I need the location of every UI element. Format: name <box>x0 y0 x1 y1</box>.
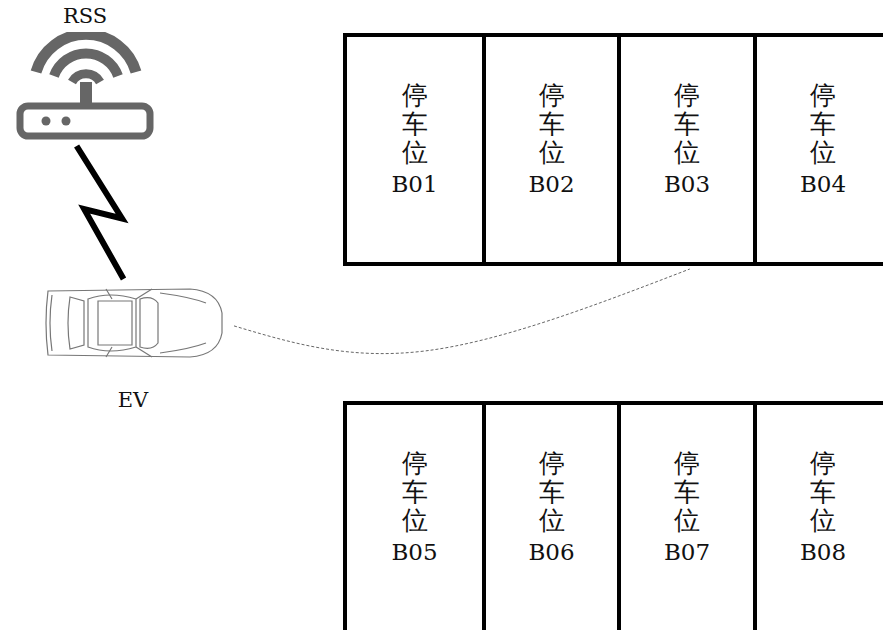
parking-space: 停车位 B01 <box>343 33 486 266</box>
space-label: 停车位 <box>402 449 428 535</box>
router-icon <box>8 32 158 142</box>
vehicle-label: EV <box>118 388 149 413</box>
space-label: 停车位 <box>810 449 836 535</box>
space-number: B03 <box>664 171 710 199</box>
space-number: B02 <box>528 171 574 199</box>
space-label: 停车位 <box>539 81 565 167</box>
parking-space: 停车位 B06 <box>482 401 621 630</box>
space-number: B04 <box>800 171 846 199</box>
space-number: B06 <box>528 539 574 567</box>
ev-car: EV <box>40 283 226 413</box>
rss-router: RSS <box>20 4 150 138</box>
space-number: B01 <box>391 171 437 199</box>
space-number: B05 <box>391 539 437 567</box>
device-label: RSS <box>63 4 107 29</box>
space-label: 停车位 <box>402 81 428 167</box>
wireless-link <box>77 146 124 279</box>
parking-space: 停车位 B08 <box>753 401 883 630</box>
space-label: 停车位 <box>810 81 836 167</box>
route-path <box>234 269 690 354</box>
parking-space: 停车位 B05 <box>343 401 486 630</box>
parking-space: 停车位 B07 <box>617 401 757 630</box>
space-number: B08 <box>800 539 846 567</box>
parking-space: 停车位 B03 <box>617 33 757 266</box>
parking-space: 停车位 B02 <box>482 33 621 266</box>
parking-space: 停车位 B04 <box>753 33 883 266</box>
space-number: B07 <box>664 539 710 567</box>
space-label: 停车位 <box>674 449 700 535</box>
space-label: 停车位 <box>539 449 565 535</box>
space-label: 停车位 <box>674 81 700 167</box>
car-icon <box>40 283 226 365</box>
